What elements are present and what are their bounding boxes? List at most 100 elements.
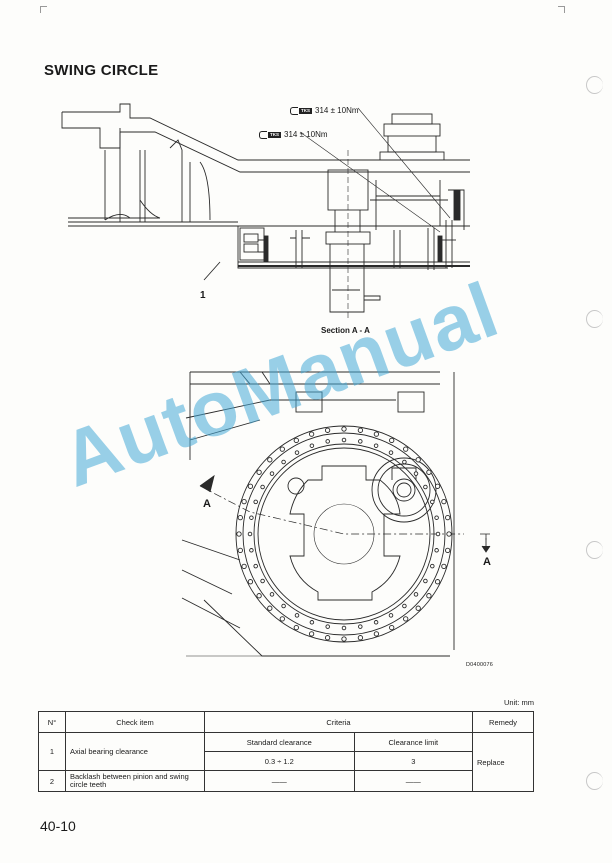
- binder-hole: [586, 541, 603, 559]
- bolt-hole: [434, 483, 441, 489]
- bolt-hole: [423, 578, 428, 584]
- bolt-hole: [426, 593, 432, 599]
- bolt-hole: [357, 635, 364, 641]
- header-criteria: Criteria: [204, 711, 473, 733]
- standard-clearance-label: Standard clearance: [204, 732, 355, 752]
- section-a-a-drawing: [61, 103, 470, 318]
- bolt-hole: [402, 603, 407, 609]
- binder-hole: [586, 772, 603, 790]
- torque-value: 314 ± 10Nm: [284, 130, 328, 139]
- bolt-hole: [358, 439, 363, 444]
- bolt-hole: [413, 592, 419, 597]
- bolt-hole: [373, 631, 380, 637]
- bolt-hole: [341, 426, 347, 432]
- bolt-hole: [260, 484, 265, 490]
- unit-label: Unit: mm: [504, 698, 534, 707]
- table-row: 1 Axial bearing clearance Standard clear…: [38, 732, 534, 792]
- page-title: SWING CIRCLE: [44, 62, 159, 79]
- bolt-hole: [415, 605, 421, 611]
- bolt-hole: [308, 631, 315, 637]
- bolt-hole: [294, 450, 300, 455]
- bolt-hole: [423, 484, 428, 490]
- spec-table: N° Check item Criteria Remedy 1 Axial be…: [38, 711, 534, 792]
- bolt-hole: [253, 499, 258, 505]
- bolt-hole: [445, 514, 451, 521]
- torque-spec-lower: TKS 314 ± 10Nm: [259, 130, 328, 139]
- row-check-item: Backlash between pinion and swing circle…: [65, 770, 205, 792]
- section-label: Section A - A: [321, 326, 370, 335]
- table-header-row: N° Check item Criteria Remedy: [38, 711, 534, 733]
- bolt-hole: [260, 578, 265, 584]
- bolt-hole: [309, 620, 315, 625]
- bolt-hole: [247, 579, 254, 585]
- header-no: N°: [38, 711, 66, 733]
- bolt-hole: [373, 620, 379, 625]
- bolt-hole: [441, 498, 447, 505]
- bolt-hole: [324, 427, 331, 433]
- drawing-code: D0400076: [466, 662, 493, 668]
- top-view-drawing: [181, 371, 491, 657]
- bolt-hole: [281, 459, 286, 465]
- standard-clearance-value: 0.3 ÷ 1.2: [204, 751, 355, 771]
- bolt-hole: [389, 437, 395, 444]
- bolt-hole: [403, 446, 409, 452]
- bolt-hole: [415, 457, 421, 463]
- bolt-hole: [445, 547, 451, 554]
- clearance-limit-value: 3: [353, 751, 474, 771]
- corner-mark: [558, 6, 565, 13]
- binder-hole: [586, 76, 603, 94]
- header-check-item: Check item: [65, 711, 205, 733]
- bolt-hole: [441, 563, 447, 570]
- bolt-hole: [247, 531, 253, 537]
- bolt-hole: [269, 471, 275, 476]
- bolt-hole: [373, 443, 379, 448]
- bolt-hole: [241, 498, 247, 505]
- bolt-hole: [402, 459, 407, 465]
- bolt-hole: [256, 469, 262, 475]
- bolt-hole: [413, 471, 419, 476]
- bolt-hole: [294, 613, 300, 618]
- bolt-hole: [434, 548, 439, 553]
- corner-mark: [40, 6, 47, 13]
- bolt-hole: [236, 531, 242, 537]
- page-number: 40-10: [40, 818, 76, 834]
- bolt-hole: [253, 563, 258, 569]
- bolt-hole: [256, 593, 262, 599]
- clearance-limit-label: Clearance limit: [353, 732, 474, 752]
- bolt-hole: [267, 457, 273, 463]
- standard-value: ——: [204, 770, 355, 792]
- bolt-hole: [430, 499, 435, 505]
- bolt-hole: [324, 635, 331, 641]
- bolt-hole: [325, 439, 330, 444]
- binder-hole: [586, 310, 603, 328]
- bolt-hole: [430, 563, 435, 569]
- bolt-hole: [426, 469, 432, 475]
- bolt-hole: [341, 625, 347, 631]
- torque-spec-upper: TKS 314 ± 10Nm: [290, 106, 359, 115]
- bolt-hole: [281, 603, 286, 609]
- header-remedy: Remedy: [472, 711, 534, 733]
- bolt-hole: [247, 483, 254, 489]
- limit-value: ——: [353, 770, 474, 792]
- bolt-hole: [279, 446, 285, 452]
- bolt-hole: [249, 548, 254, 553]
- bolt-hole: [341, 636, 347, 642]
- bolt-hole: [293, 437, 299, 444]
- bolt-hole: [446, 531, 452, 537]
- table-row: 2 Backlash between pinion and swing circ…: [38, 770, 534, 792]
- torque-value: 314 ± 10Nm: [315, 106, 359, 115]
- bolt-hole: [309, 443, 315, 448]
- bolt-hole: [269, 592, 275, 597]
- row-remedy: Replace: [472, 732, 534, 792]
- bolt-hole: [403, 616, 409, 622]
- section-marker-left: A: [203, 498, 211, 510]
- bolt-hole: [388, 450, 394, 455]
- bolt-hole: [241, 563, 247, 570]
- bolt-hole: [435, 531, 441, 537]
- bolt-hole: [434, 515, 439, 520]
- bolt-hole: [249, 515, 254, 520]
- bolt-hole: [237, 514, 243, 521]
- section-marker-right: A: [483, 556, 491, 568]
- row-check-item: Axial bearing clearance: [65, 732, 205, 771]
